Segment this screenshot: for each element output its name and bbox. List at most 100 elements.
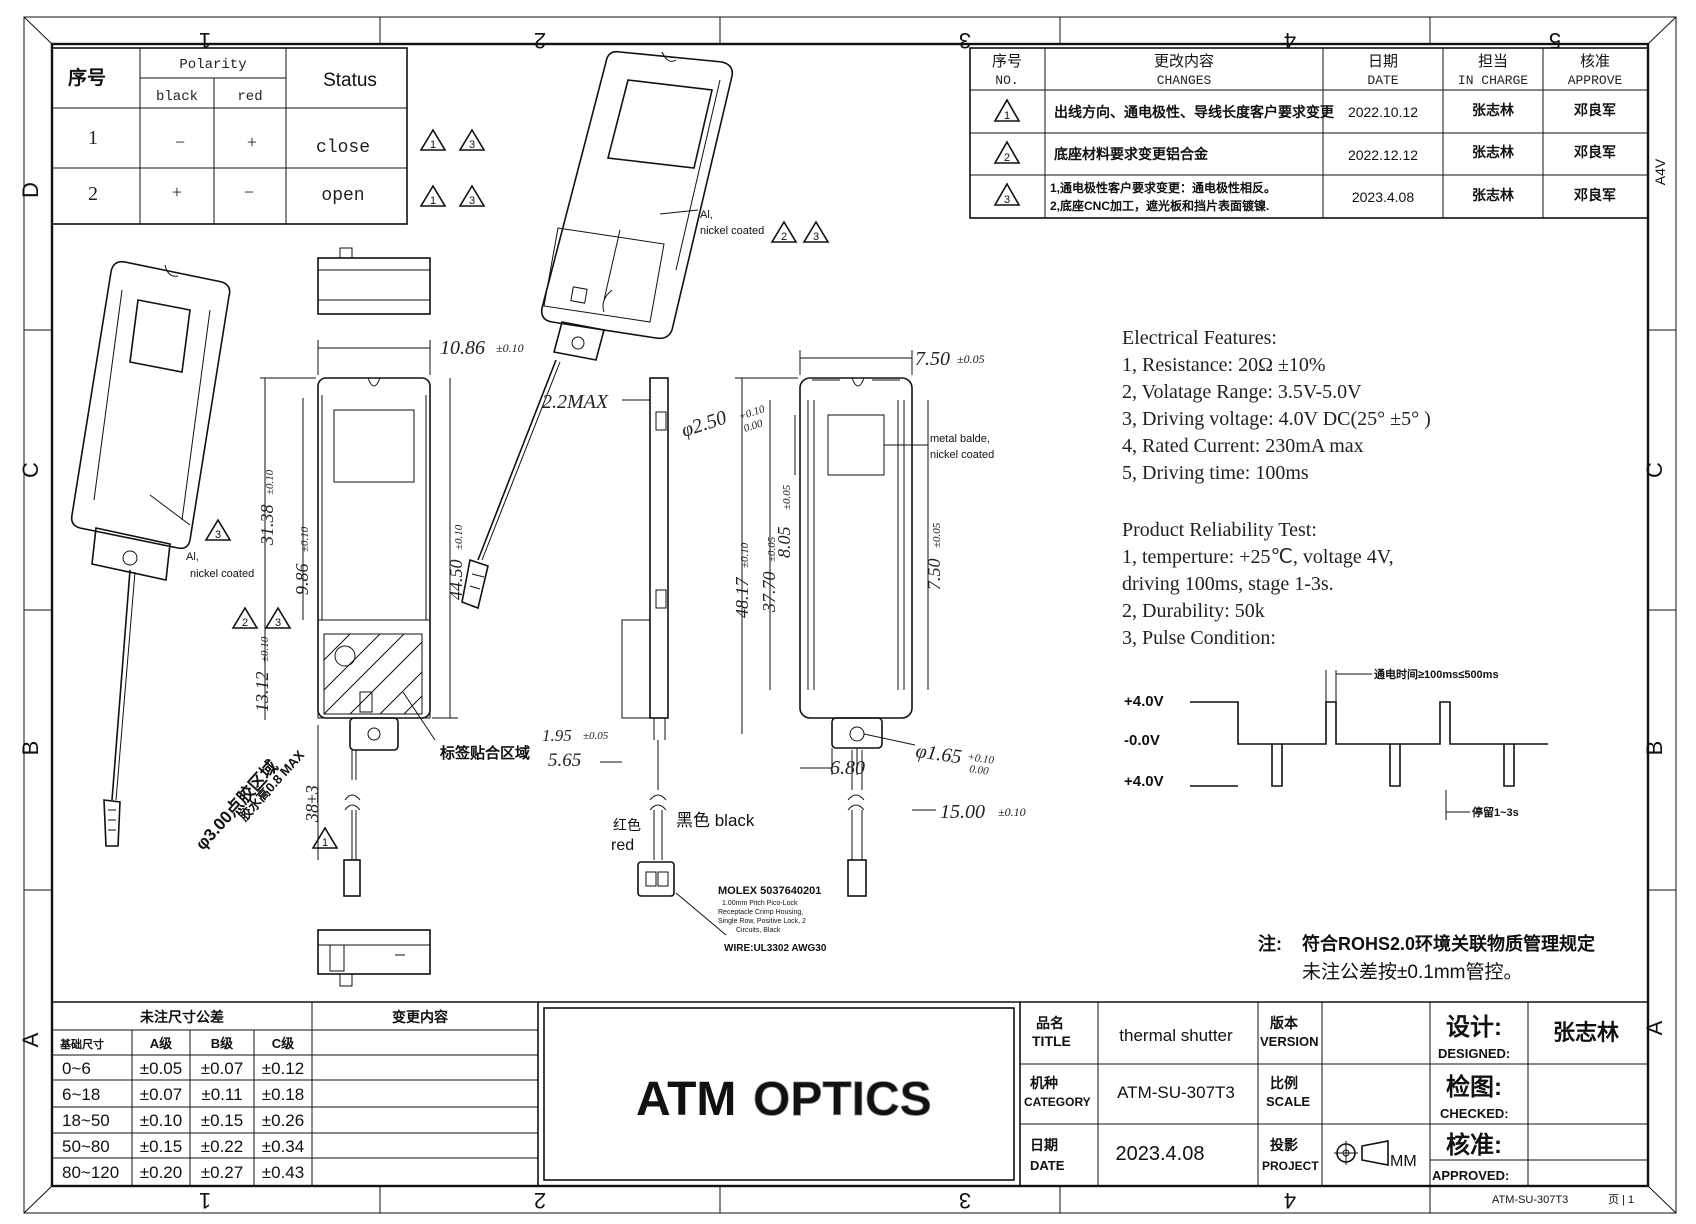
svg-text:1: 1 <box>430 139 436 151</box>
svg-text:2: 2 <box>781 231 787 243</box>
iso-left-annotation: Al, nickel coated 3 2 3 <box>186 518 292 629</box>
drawing-number-footer: ATM-SU-307T3 页 | 1 <box>1492 1194 1634 1206</box>
polarity-header-no: 序号 <box>68 66 106 89</box>
date-label-cn: 日期 <box>1030 1137 1058 1153</box>
tol-b: ±0.27 <box>201 1163 243 1182</box>
dim-38: 38±3 <box>302 785 322 823</box>
category-label-cn: 机种 <box>1030 1075 1058 1091</box>
zone-bottom-3: 3 <box>959 1188 971 1213</box>
logo-atm: ATM <box>636 1073 736 1126</box>
svg-text:3: 3 <box>469 139 475 151</box>
front-view-dimensions: 10.86 ±0.10 31.38 ±0.10 9.86 ±0.10 44.50… <box>191 337 530 860</box>
title-block: 品名 TITLE thermal shutter 版本 VERSION 机种 C… <box>1019 1002 1648 1186</box>
tol-c: ±0.12 <box>262 1059 304 1078</box>
tol-c: ±0.43 <box>262 1163 304 1182</box>
rev-header-charge-en: IN CHARGE <box>1458 73 1528 88</box>
title-label-en: TITLE <box>1032 1033 1071 1049</box>
title-value: thermal shutter <box>1119 1026 1233 1045</box>
pulse-v-mid: -0.0V <box>1124 732 1160 749</box>
category-label-en: CATEGORY <box>1024 1095 1091 1109</box>
zone-right-b: B <box>1642 741 1667 756</box>
electrical-item: 1, Resistance: 20Ω ±10% <box>1122 354 1326 376</box>
polarity-row-status: close <box>316 138 370 158</box>
rev-row-date: 2022.12.12 <box>1348 147 1418 163</box>
polarity-table: 序号 Polarity black red Status 1 − + close… <box>51 47 408 225</box>
rev-row-change: 1,通电极性客户要求变更：通电极性相反。 <box>1050 180 1276 195</box>
dim-31-38-tol: ±0.10 <box>264 469 276 495</box>
rev-row-change: 出线方向、通电极性、导线长度客户要求变更 <box>1054 104 1335 120</box>
rev-header-date-cn: 日期 <box>1368 53 1398 70</box>
zone-bottom-2: 2 <box>534 1188 546 1213</box>
wire-spec: WIRE:UL3302 AWG30 <box>724 943 827 954</box>
isometric-view-center <box>461 50 734 610</box>
page-number: 页 | 1 <box>1608 1194 1634 1206</box>
approved-label-en: APPROVED: <box>1432 1168 1509 1183</box>
pulse-on-time: 通电时间≥100ms≤500ms <box>1374 667 1499 681</box>
zone-left-a: A <box>18 1032 43 1047</box>
tol-b: ±0.07 <box>201 1059 243 1078</box>
dim-5-65: 5.65 <box>548 750 581 771</box>
rev-row-charge: 张志林 <box>1472 102 1514 118</box>
title-label-cn: 品名 <box>1036 1015 1064 1031</box>
reliability-title: Product Reliability Test: <box>1122 519 1317 541</box>
reliability-item: 1, temperture: +25℃, voltage 4V, <box>1122 546 1394 568</box>
zone-left-c: C <box>18 462 43 478</box>
red-en-label: red <box>611 837 634 854</box>
nickel-coated-label: nickel coated <box>700 225 764 237</box>
rev-header-no-en: NO. <box>995 73 1018 88</box>
pulse-pause: 停留1~3s <box>1472 805 1519 819</box>
zone-bottom-4: 4 <box>1284 1188 1296 1213</box>
zone-bottom-1: 1 <box>199 1188 211 1213</box>
molex-label: MOLEX 5037640201 <box>718 885 821 897</box>
molex-desc-2: Receptacle Crimp Housing, <box>718 909 803 916</box>
tol-header-b: B级 <box>211 1036 234 1051</box>
tol-range: 50~80 <box>62 1137 110 1156</box>
tol-a: ±0.20 <box>140 1163 182 1182</box>
pulse-diagram: +4.0V -0.0V +4.0V 通电时间≥100ms≤500ms 停留1~3… <box>1124 667 1548 820</box>
dim-9-86: 9.86 <box>292 564 312 596</box>
rev-row-charge: 张志林 <box>1472 187 1514 203</box>
rev-header-change-cn: 更改内容 <box>1154 53 1214 70</box>
zone-top-1: 1 <box>199 28 211 53</box>
polarity-revision-marks: 1 3 1 3 <box>419 128 486 207</box>
dim-phi-1-65-tol-1: +0.10 <box>967 751 996 767</box>
dim-37-70: 37.70 <box>759 572 779 614</box>
electrical-title: Electrical Features: <box>1122 327 1277 349</box>
tol-c: ±0.26 <box>262 1111 304 1130</box>
dim-15-00: 15.00 <box>940 801 985 823</box>
drawing-number: ATM-SU-307T3 <box>1492 1194 1568 1206</box>
polarity-row-black: + <box>172 182 182 202</box>
rev-row-change: 底座材料要求变更铝合金 <box>1054 146 1209 162</box>
rev-row-approve: 邓良军 <box>1573 102 1616 118</box>
black-label: 黑色 black <box>676 811 755 830</box>
dim-width-tol: ±0.10 <box>496 341 524 355</box>
tol-header-c: C级 <box>272 1036 295 1051</box>
rev-header-approve-en: APPROVE <box>1568 73 1623 88</box>
rev-row-charge: 张志林 <box>1472 144 1514 160</box>
projection-symbol-icon <box>1334 1140 1389 1166</box>
side-view <box>621 377 727 936</box>
zone-right-a: A <box>1642 1020 1667 1035</box>
rev-header-charge-cn: 担当 <box>1478 53 1508 70</box>
rev-row-approve: 邓良军 <box>1573 187 1616 203</box>
approved-label-cn: 核准: <box>1446 1131 1502 1159</box>
zone-top-5: 5 <box>1549 28 1561 53</box>
dim-8-05: 8.05 <box>774 527 794 559</box>
rev-row-no: 3 <box>1004 194 1010 206</box>
tol-a: ±0.07 <box>140 1085 182 1104</box>
tol-c: ±0.18 <box>262 1085 304 1104</box>
sheet-frame <box>23 16 1677 1214</box>
version-label-cn: 版本 <box>1270 1015 1299 1031</box>
logo-optics: OPTICS <box>753 1073 932 1126</box>
molex-desc-4: Circuits, Black <box>736 927 781 934</box>
project-label-cn: 投影 <box>1270 1137 1298 1153</box>
al-label: Al, <box>186 551 199 563</box>
tol-range: 0~6 <box>62 1059 91 1078</box>
tol-a: ±0.10 <box>140 1111 182 1130</box>
zone-left-b: B <box>18 741 43 756</box>
polarity-row-red: + <box>247 132 257 152</box>
reliability-item: 2, Durability: 50k <box>1122 600 1265 622</box>
reliability-item: 3, Pulse Condition: <box>1122 627 1276 649</box>
iso-center-annotation: Al, nickel coated 2 3 <box>659 209 830 243</box>
dim-48-17: 48.17 <box>732 577 752 619</box>
